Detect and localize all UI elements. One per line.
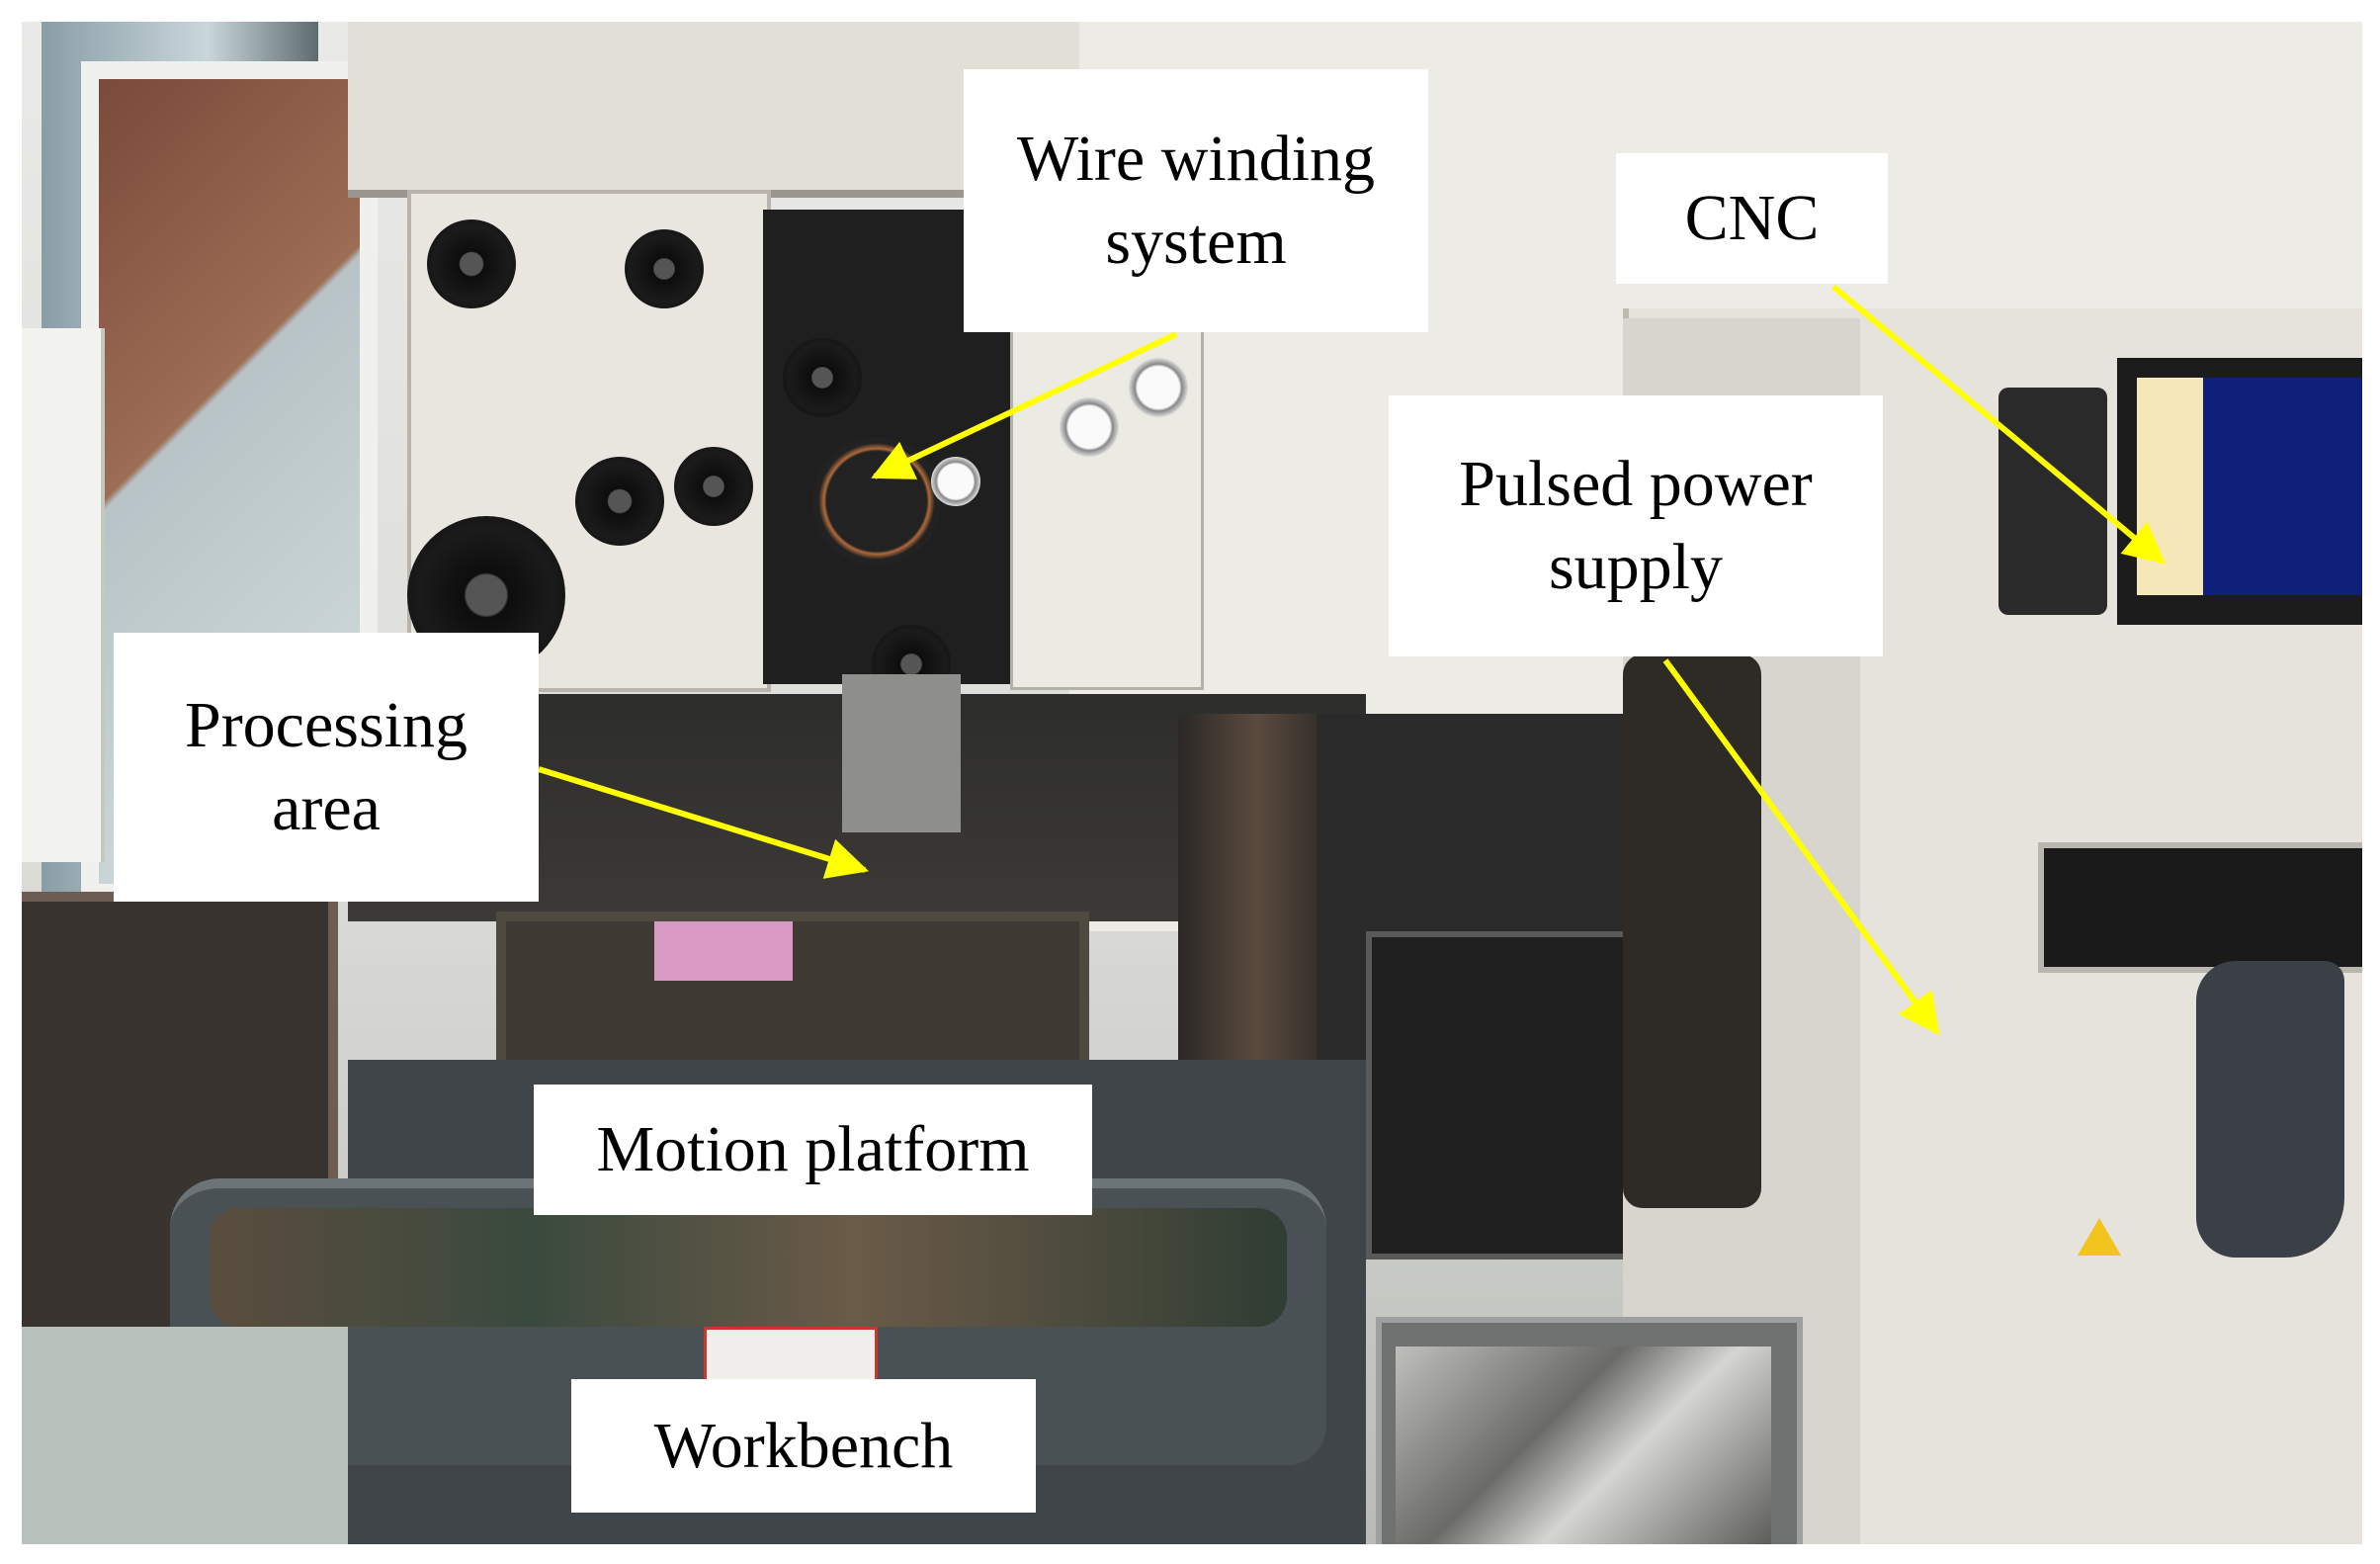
hanging-jacket bbox=[1623, 654, 1761, 1208]
wire-guide-column bbox=[842, 674, 961, 832]
workpiece bbox=[654, 921, 793, 981]
label-line: Processing bbox=[185, 689, 468, 761]
cnc-screen bbox=[2137, 378, 2362, 595]
label-workbench: Workbench bbox=[571, 1379, 1036, 1513]
label-wire-winding-system: Wire winding system bbox=[964, 69, 1428, 332]
label-line: Workbench bbox=[653, 1409, 954, 1482]
pulley bbox=[575, 457, 664, 546]
label-line: Wire winding bbox=[1016, 123, 1376, 195]
cnc-keypad bbox=[1998, 388, 2107, 615]
machine-arm bbox=[1178, 714, 1336, 1070]
label-line: supply bbox=[1548, 531, 1724, 603]
hanging-cloth bbox=[2196, 961, 2344, 1258]
work-table bbox=[496, 912, 1089, 1080]
pressure-gauge bbox=[1129, 358, 1188, 417]
pressure-gauge bbox=[931, 457, 980, 506]
label-line: Pulsed power bbox=[1459, 448, 1813, 520]
electrical-box bbox=[22, 328, 105, 862]
warning-triangle-icon bbox=[2078, 1218, 2121, 1256]
pulley bbox=[674, 447, 753, 526]
label-line: CNC bbox=[1684, 182, 1820, 254]
label-line: Motion platform bbox=[596, 1113, 1030, 1185]
keyboard bbox=[2038, 842, 2362, 973]
pulley bbox=[625, 229, 704, 308]
pulley bbox=[427, 219, 516, 308]
label-processing-area: Processing area bbox=[114, 633, 539, 902]
metal-scraps bbox=[1396, 1347, 1771, 1544]
label-line: area bbox=[272, 772, 381, 844]
label-motion-platform: Motion platform bbox=[534, 1085, 1092, 1215]
coolant-tank bbox=[1366, 931, 1664, 1260]
floor bbox=[22, 1327, 348, 1544]
tools bbox=[210, 1208, 1287, 1327]
wire-drum bbox=[812, 437, 941, 565]
label-line: system bbox=[1105, 206, 1287, 278]
label-cnc: CNC bbox=[1616, 153, 1888, 284]
pulley bbox=[783, 338, 862, 417]
label-pulsed-power-supply: Pulsed power supply bbox=[1389, 395, 1883, 656]
pressure-gauge bbox=[1060, 397, 1119, 457]
